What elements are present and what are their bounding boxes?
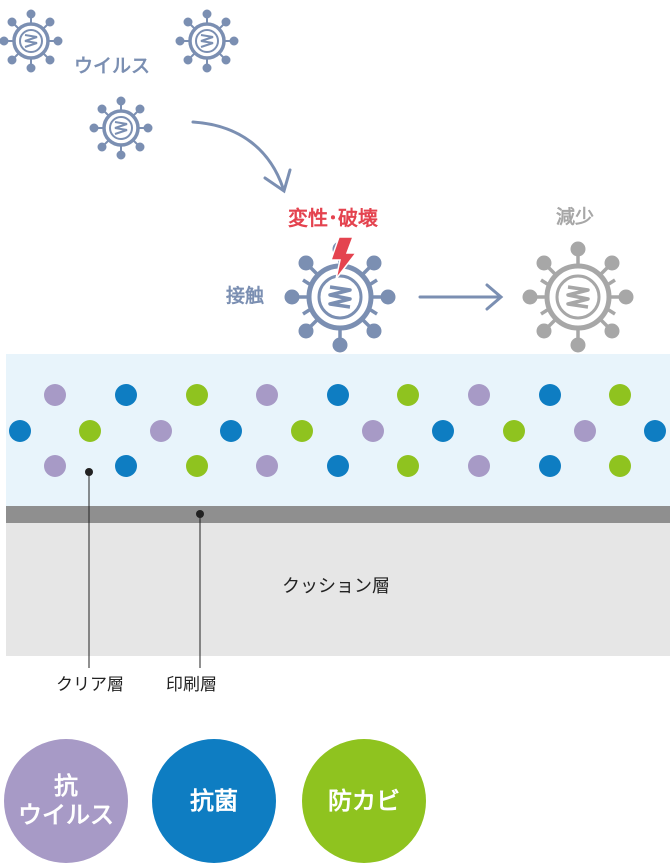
particle-purple	[574, 420, 596, 442]
particle-blue	[115, 384, 137, 406]
clear-layer	[6, 354, 670, 506]
particle-purple	[150, 420, 172, 442]
particle-purple	[362, 420, 384, 442]
antimold-badge: 防カビ	[302, 739, 426, 863]
particle-purple	[44, 455, 66, 477]
particle-blue	[327, 384, 349, 406]
particle-green	[609, 455, 631, 477]
badge-line1: 防カビ	[328, 786, 400, 815]
particle-blue	[539, 384, 561, 406]
antiviral-particles	[9, 384, 666, 477]
arrow-icon	[191, 120, 292, 194]
particle-blue	[115, 455, 137, 477]
particle-purple	[468, 384, 490, 406]
particle-green	[397, 384, 419, 406]
particle-purple	[256, 384, 278, 406]
particle-blue	[432, 420, 454, 442]
badge-line1: 抗	[54, 772, 78, 801]
virus-icon	[174, 8, 240, 74]
antivirus-badge: 抗 ウイルス	[4, 739, 128, 863]
particle-blue	[644, 420, 666, 442]
particle-green	[397, 455, 419, 477]
cushion-layer-label: クッション層	[282, 576, 390, 597]
particle-green	[79, 420, 101, 442]
virus-icon	[88, 95, 154, 161]
particle-purple	[468, 455, 490, 477]
cushion-layer	[6, 523, 670, 656]
arrow-icon	[418, 283, 504, 311]
antibacterial-badge: 抗菌	[152, 739, 276, 863]
particle-blue	[220, 420, 242, 442]
virus-icon	[523, 242, 633, 352]
virus-label: ウイルス	[74, 55, 151, 77]
particle-green	[609, 384, 631, 406]
reduce-label: 減少	[556, 206, 595, 228]
particle-green	[186, 455, 208, 477]
lightning-icon	[329, 236, 358, 280]
print-layer-label: 印刷層	[166, 675, 217, 695]
particle-green	[186, 384, 208, 406]
clear-layer-label: クリア層	[56, 675, 124, 695]
particle-green	[503, 420, 525, 442]
particle-purple	[44, 384, 66, 406]
badge-line1: 抗菌	[190, 786, 238, 815]
contact-label: 接触	[226, 285, 265, 307]
virus-icon	[0, 8, 64, 74]
leader-line-print	[196, 510, 204, 668]
denature-label: 変性･破壊	[288, 206, 378, 230]
print-layer	[6, 506, 670, 523]
particle-purple	[256, 455, 278, 477]
particle-blue	[327, 455, 349, 477]
particle-blue	[9, 420, 31, 442]
badge-line2: ウイルス	[18, 801, 114, 829]
particle-green	[291, 420, 313, 442]
leader-line-clear	[85, 468, 93, 668]
particle-blue	[539, 455, 561, 477]
